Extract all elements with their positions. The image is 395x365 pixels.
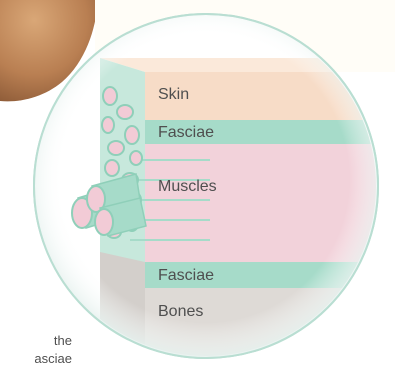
label-fasciae-top: Fasciae xyxy=(158,124,214,142)
label-muscles: Muscles xyxy=(158,178,217,196)
text-fragment-the: the xyxy=(0,333,72,348)
label-skin: Skin xyxy=(158,86,189,104)
label-bones: Bones xyxy=(158,303,203,321)
label-fasciae-bottom: Fasciae xyxy=(158,267,214,285)
text-fragment-fasciae: asciae xyxy=(0,351,72,365)
